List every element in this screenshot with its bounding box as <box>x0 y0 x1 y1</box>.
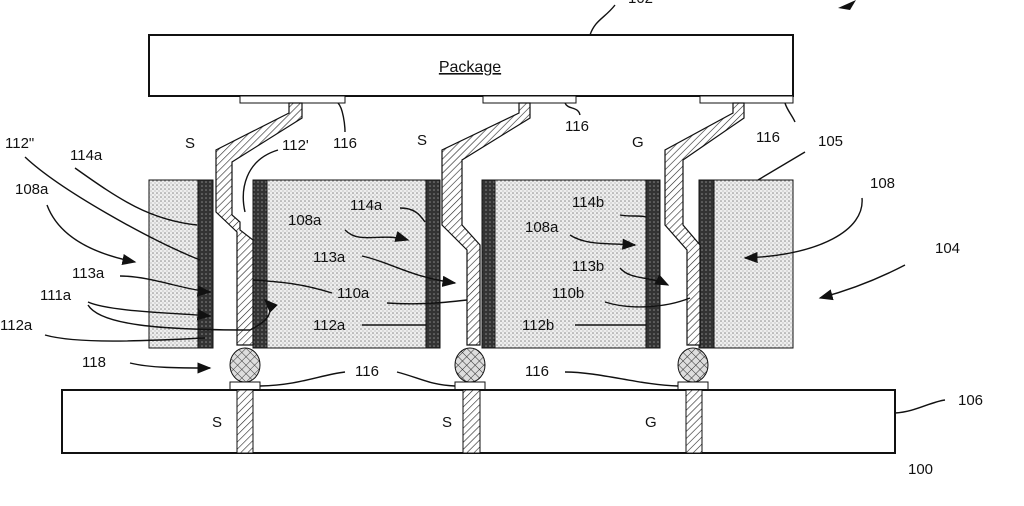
ref-113a: 113a <box>313 249 346 266</box>
package-label: Package <box>439 59 501 76</box>
signal-label: S <box>185 135 195 152</box>
figure-label: 102 <box>628 0 653 7</box>
ref-112a: 112a <box>0 317 33 334</box>
ref-108a: 108a <box>288 212 322 229</box>
ref-104: 104 <box>935 240 960 257</box>
spring-leads <box>215 102 745 346</box>
arrow-icon <box>838 0 856 10</box>
ref-112pp: 112" <box>5 135 34 152</box>
ref-116: 116 <box>355 363 379 380</box>
signal-label: G <box>645 414 657 431</box>
ref-112p: 112' <box>282 137 309 154</box>
ref-114a: 114a <box>70 147 103 164</box>
ref-110b: 110b <box>552 285 584 302</box>
ref-108a: 108a <box>15 181 49 198</box>
package-pad <box>699 95 794 104</box>
ref-100: 100 <box>908 461 933 478</box>
ref-112b: 112b <box>522 317 554 334</box>
reference-labels: 116 116 116 105 108 104 112" 114a 112' 1… <box>0 102 983 478</box>
ref-116: 116 <box>756 129 780 146</box>
signal-label: S <box>212 414 222 431</box>
signal-label: S <box>417 132 427 149</box>
ref-114a: 114a <box>350 197 383 214</box>
ref-106: 106 <box>958 392 983 409</box>
ref-116: 116 <box>525 363 549 380</box>
ref-108: 108 <box>870 175 895 192</box>
package-pad <box>239 95 346 104</box>
ref-113b: 113b <box>572 258 604 275</box>
ref-118: 118 <box>82 354 106 371</box>
leader-102 <box>589 4 616 36</box>
ref-111a: 111a <box>40 287 72 304</box>
ref-110a: 110a <box>337 285 370 302</box>
solder-balls <box>229 347 709 391</box>
package <box>148 34 794 97</box>
board-via <box>462 389 481 454</box>
signal-label: S <box>442 414 452 431</box>
ref-116: 116 <box>565 118 589 135</box>
signal-label: G <box>632 134 644 151</box>
package-pad <box>482 95 577 104</box>
board-via <box>236 389 254 454</box>
ref-114b: 114b <box>572 194 604 211</box>
ref-112a: 112a <box>313 317 346 334</box>
ref-116: 116 <box>333 135 357 152</box>
ref-108a: 108a <box>525 219 559 236</box>
interposer-substrate <box>148 179 794 349</box>
ref-113a: 113a <box>72 265 105 282</box>
board-via <box>685 389 703 454</box>
ref-105: 105 <box>818 133 843 150</box>
